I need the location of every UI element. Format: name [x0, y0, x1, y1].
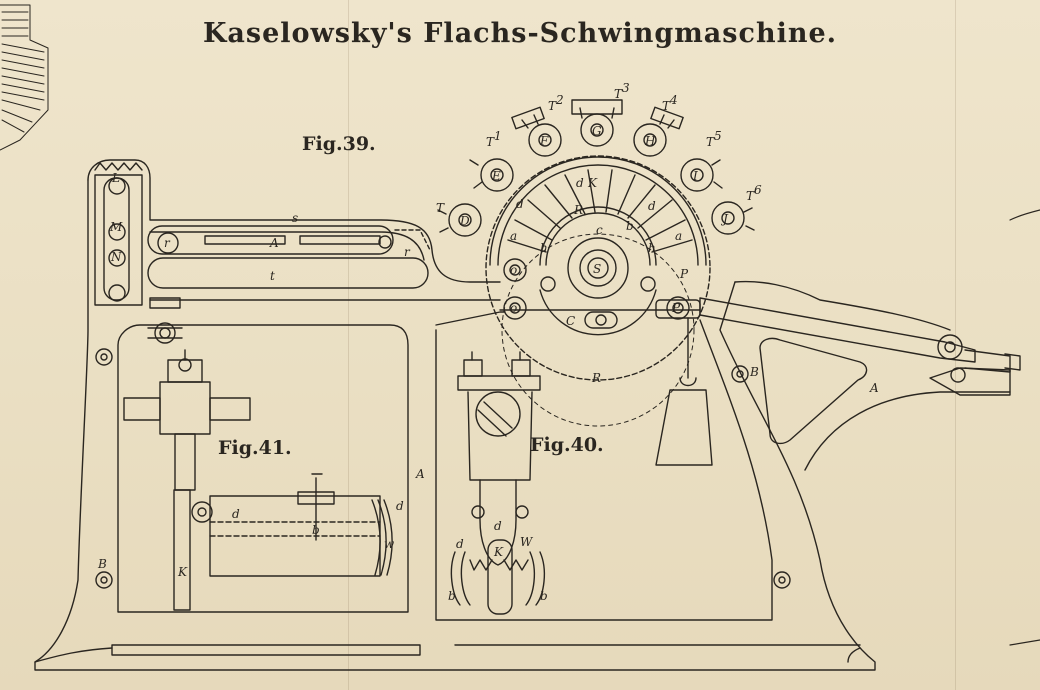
sup-2: 2	[555, 93, 564, 107]
letter-B-2: B	[97, 557, 107, 571]
letter-d-1: d	[576, 176, 584, 190]
letter-o-1: o	[510, 263, 517, 277]
fig40-detail	[450, 351, 546, 615]
letter-L: L	[111, 171, 120, 185]
letter-S: S	[593, 262, 601, 276]
sup-4: 4	[669, 93, 678, 107]
letter-N: N	[110, 250, 122, 264]
fig39-caption: Fig.39.	[302, 133, 376, 155]
letter-b-4: b	[540, 589, 548, 603]
hanging-weight	[655, 317, 713, 466]
sup-6: 6	[754, 183, 762, 197]
letter-h-2: h	[648, 241, 656, 255]
letter-b-3: b	[448, 589, 456, 603]
letter-r: r	[164, 236, 171, 250]
letter-G: G	[592, 124, 602, 138]
letter-B-1: B	[749, 365, 759, 379]
beater-arm-I	[680, 158, 714, 192]
beater-arm-F	[528, 123, 562, 157]
slotted-column	[94, 162, 143, 306]
frame-bolts	[95, 348, 113, 589]
letter-P1: P	[671, 301, 681, 315]
reference-letters: L M N r s A t r T T 1 T 2 T 3 T 4 T 5 T …	[97, 81, 879, 603]
beater-arm-E	[480, 158, 514, 192]
letter-W: W	[520, 535, 534, 549]
letter-d-4: d	[232, 507, 240, 521]
letter-T4: T	[662, 99, 671, 113]
letter-o-2: o	[510, 301, 517, 315]
sup-1: 1	[494, 129, 502, 143]
letter-a-1: a	[510, 229, 517, 243]
letter-T3: T	[614, 87, 623, 101]
letter-F: F	[539, 134, 549, 148]
fold-line	[348, 0, 349, 690]
letter-b-1: b	[626, 219, 634, 233]
beater-arm-D	[448, 203, 482, 237]
letter-h-1: h	[540, 241, 548, 255]
letter-T5: T	[706, 135, 715, 149]
corner-engraving	[0, 4, 49, 151]
letter-R-1: R	[573, 203, 583, 217]
letter-D: D	[459, 214, 470, 228]
letter-s: s	[292, 211, 298, 225]
letter-d-5: d	[396, 499, 404, 513]
circle-R	[501, 233, 695, 427]
letter-a-2: a	[675, 229, 682, 243]
beater-arm-J	[711, 201, 745, 235]
letter-I: I	[692, 169, 698, 183]
letter-A: A	[269, 236, 279, 250]
letter-d-3: d	[648, 199, 656, 213]
letter-t: t	[270, 269, 275, 283]
letter-P: P	[679, 267, 689, 281]
letter-E: E	[491, 169, 501, 183]
letter-H: H	[644, 134, 656, 148]
long-arm	[699, 297, 1021, 589]
plate-title: Kaselowsky's Flachs-Schwingmaschine.	[202, 18, 838, 49]
letter-d-7: d	[456, 537, 464, 551]
letter-K-3: K	[493, 545, 504, 559]
letter-c: c	[596, 223, 603, 237]
sup-5: 5	[714, 129, 722, 143]
letter-d-6: d	[494, 519, 502, 533]
letter-T1: T	[486, 135, 495, 149]
letter-J: J	[720, 212, 729, 226]
letter-d-2: d	[516, 197, 524, 211]
letter-K: K	[587, 176, 598, 190]
fig41-caption: Fig.41.	[218, 437, 292, 459]
letter-w-1: w	[384, 537, 395, 551]
sup-3: 3	[622, 81, 630, 95]
letter-T2: T	[548, 99, 557, 113]
letter-C: C	[566, 314, 575, 328]
lever-arms	[147, 225, 431, 344]
letter-M: M	[109, 220, 123, 234]
letter-T: T	[436, 201, 445, 215]
beater-wheel	[437, 99, 755, 381]
letter-R-2: R	[591, 371, 601, 385]
beater-arm-H	[633, 123, 667, 157]
machine-frame	[34, 159, 951, 671]
letter-T6: T	[746, 189, 755, 203]
letter-r-2: r	[404, 245, 411, 259]
fig40-caption: Fig.40.	[530, 434, 604, 456]
letter-A-2: A	[869, 381, 879, 395]
letter-A-3: A	[415, 467, 425, 481]
fig41-detail	[123, 349, 393, 611]
letter-b-2: b	[312, 523, 320, 537]
letter-K-2: K	[177, 565, 188, 579]
